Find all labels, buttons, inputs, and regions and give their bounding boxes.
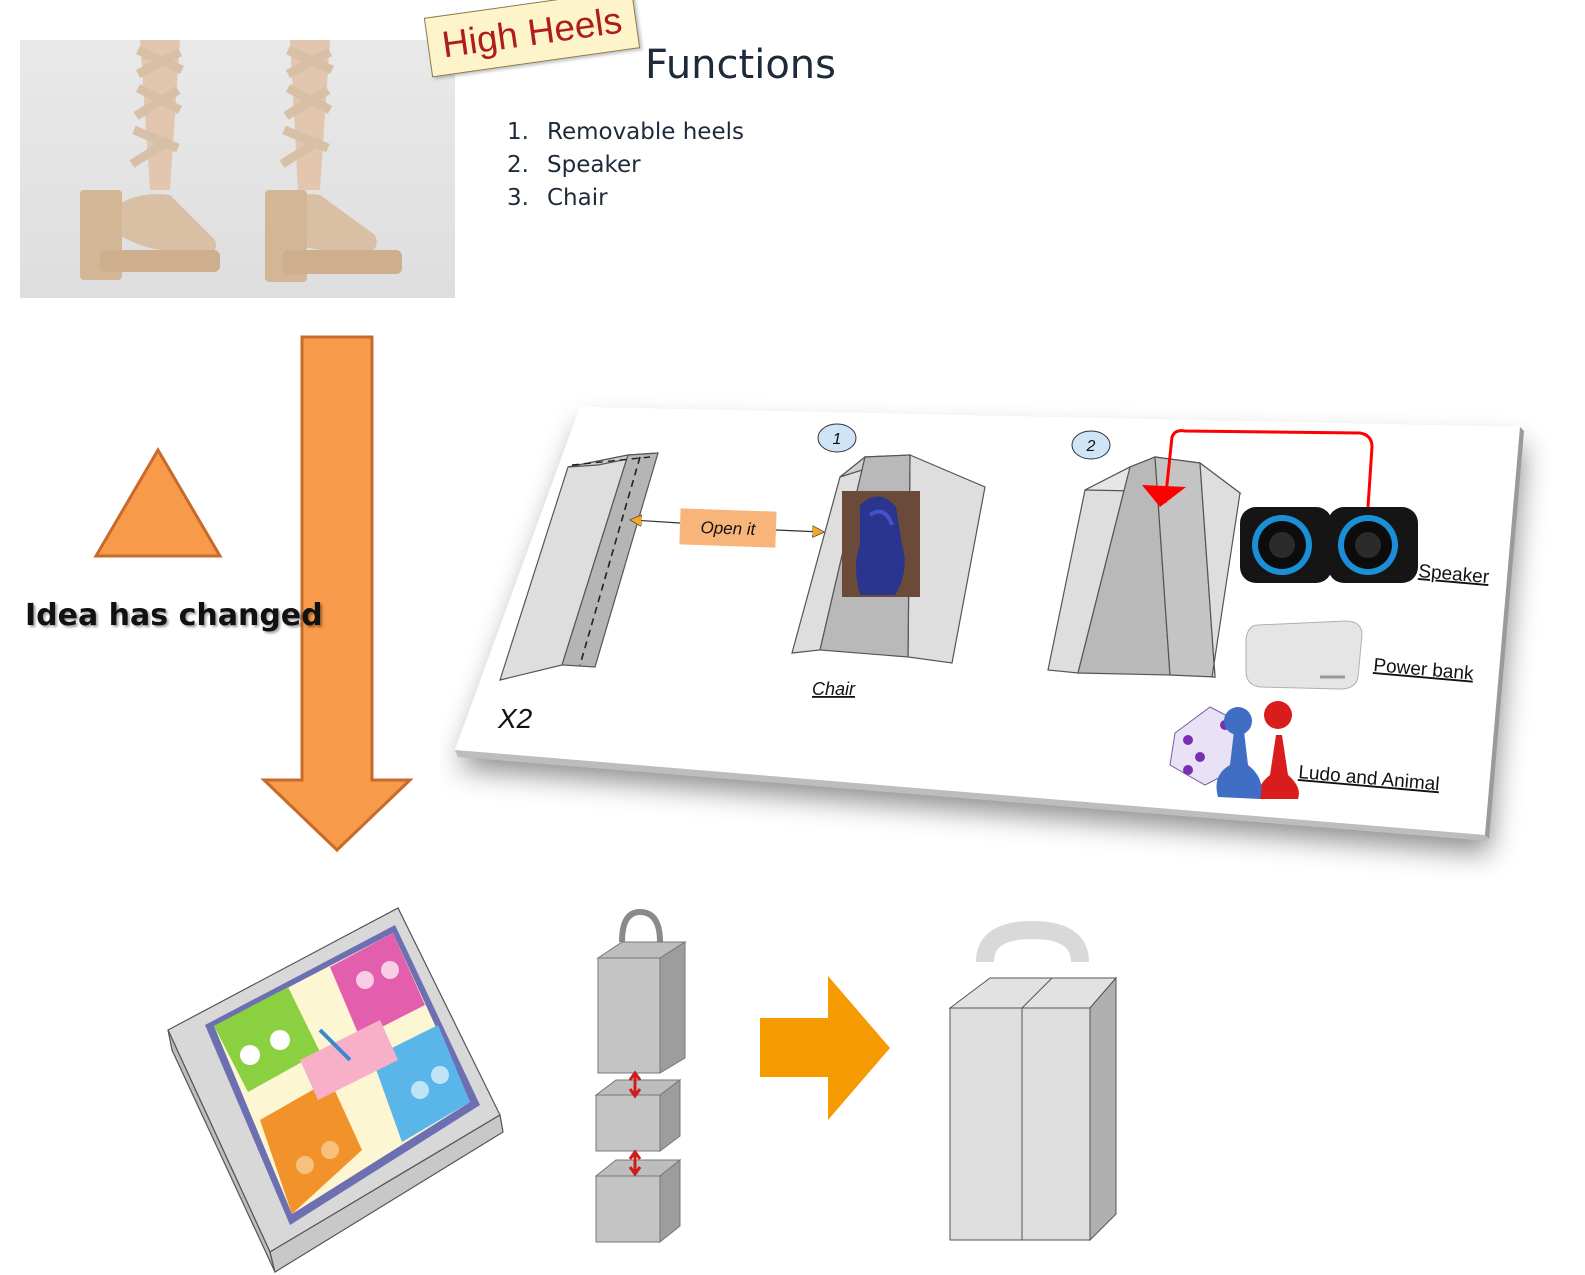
- functions-title: Functions: [645, 42, 836, 88]
- speaker-icon: [1240, 507, 1418, 583]
- functions-list: 1.Removable heels 2.Speaker 3.Chair: [507, 116, 744, 215]
- high-heels-tag: High Heels: [423, 0, 641, 78]
- bottom-concepts: [167, 907, 1118, 1273]
- prototype-panel: Open it 1 Chair 2 Speaker: [455, 407, 1524, 841]
- chair-caption: Chair: [812, 679, 856, 699]
- down-arrow-icon: [260, 335, 414, 853]
- speaker-block: [1047, 456, 1242, 678]
- high-heels-photo: [20, 40, 455, 298]
- open-it-label: Open it: [700, 518, 757, 539]
- ludo-pieces-icon: [1169, 701, 1299, 799]
- list-item: 3.Chair: [507, 185, 608, 211]
- step-2-label: 2: [1086, 438, 1096, 455]
- step-1-label: 1: [833, 431, 842, 448]
- combined-bag-icon: [948, 920, 1118, 1242]
- power-bank-icon: [1245, 620, 1363, 690]
- right-arrow-icon: [760, 976, 890, 1120]
- ludo-board-icon: [167, 907, 504, 1273]
- idea-changed-text: Idea has changed: [25, 598, 323, 633]
- chair-block: [791, 454, 986, 664]
- closed-block: [499, 452, 659, 681]
- stacked-boxes-icon: [594, 908, 687, 1244]
- list-item: 1.Removable heels: [507, 119, 744, 145]
- triangle-icon: [93, 447, 223, 558]
- high-heels-label: High Heels: [439, 0, 625, 66]
- list-item: 2.Speaker: [507, 152, 641, 178]
- x2-label: X2: [497, 703, 533, 734]
